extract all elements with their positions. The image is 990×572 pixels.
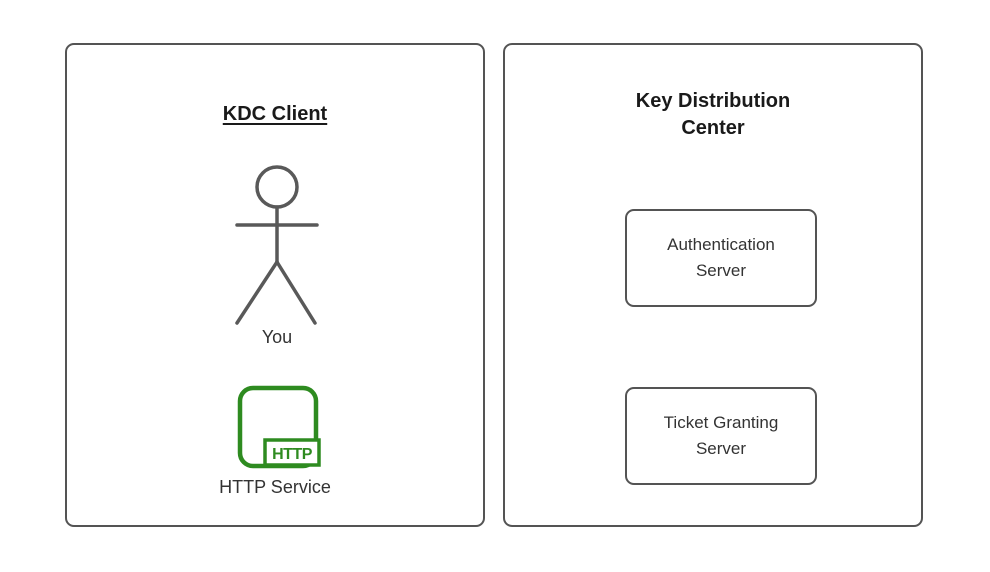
- http-badge-label: HTTP: [272, 446, 313, 463]
- kdc-title-wrap: Key Distribution Center: [505, 88, 921, 142]
- http-service-icon: HTTP: [237, 385, 321, 469]
- kdc-title: Key Distribution Center: [635, 90, 791, 139]
- node-authentication-server: Authentication Server: [625, 209, 817, 307]
- node-ticket-granting-server: Ticket Granting Server: [625, 387, 817, 485]
- kdc-client-title: KDC Client: [222, 103, 328, 125]
- kdc-client-panel: KDC Client You HTTP HTTP Service: [65, 43, 485, 527]
- http-service-label: HTTP Service: [219, 477, 331, 497]
- kdc-panel: Key Distribution Center Authentication S…: [503, 43, 923, 527]
- node-ticket-granting-server-label: Ticket Granting Server: [663, 413, 779, 458]
- person-icon: [235, 165, 319, 325]
- node-authentication-server-label: Authentication Server: [667, 235, 775, 280]
- actor-label: You: [261, 327, 293, 347]
